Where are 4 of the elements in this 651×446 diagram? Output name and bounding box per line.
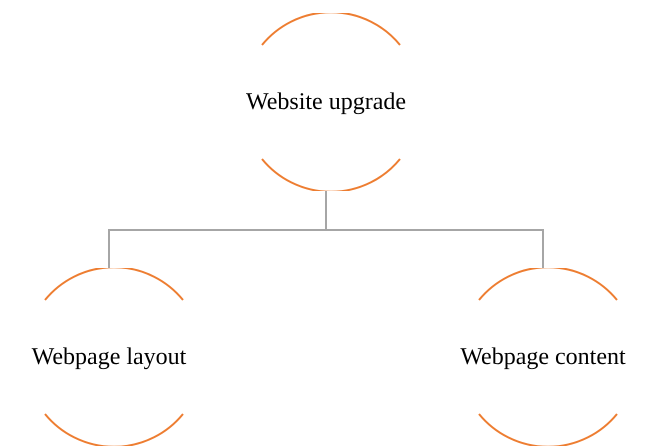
node-label: Website upgrade	[246, 88, 406, 117]
node-label: Webpage content	[460, 343, 626, 372]
connector-line	[325, 191, 544, 268]
node-label: Webpage layout	[32, 343, 186, 372]
